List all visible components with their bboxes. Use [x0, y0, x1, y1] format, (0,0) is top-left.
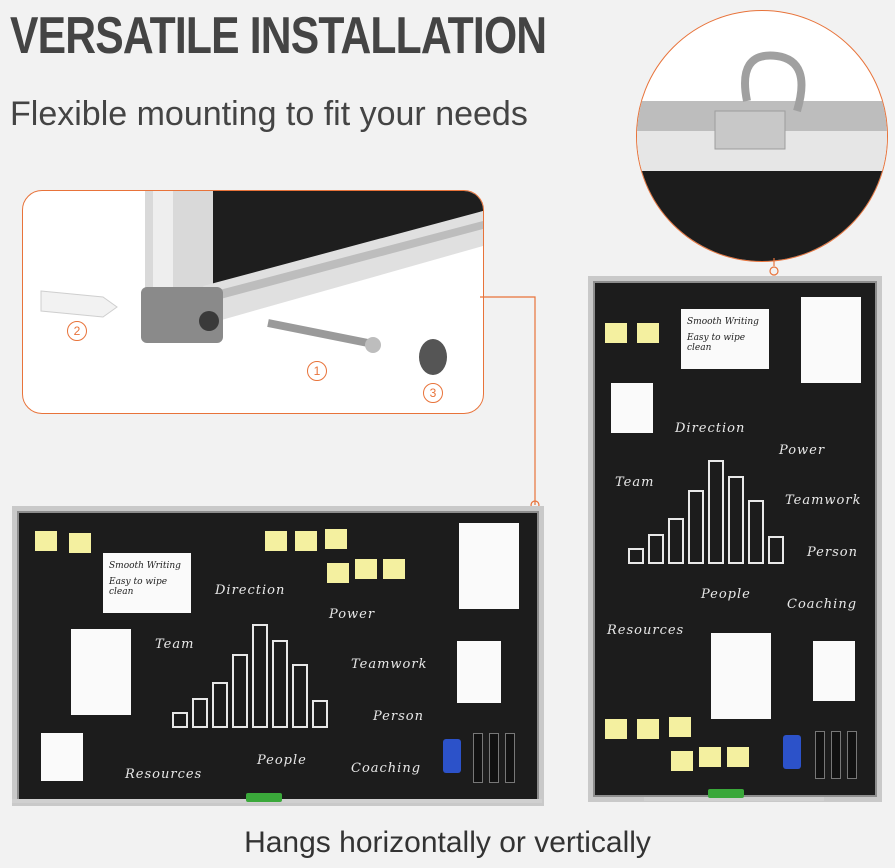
horizontal-board: Smooth Writing Easy to wipe clean Direct… [12, 506, 544, 806]
smooth-writing-note: Smooth Writing Easy to wipe clean [681, 309, 769, 369]
sticky-note [669, 717, 691, 737]
sticky-note [383, 559, 405, 579]
callout-number-3: 3 [423, 383, 443, 403]
hanging-ring-zoom [636, 10, 888, 262]
chalk-bar-chart [628, 460, 784, 564]
hanging-ring-illustration [637, 51, 887, 261]
marker-tray [644, 797, 824, 801]
chalk-word-power: Power [329, 607, 376, 622]
doodle-notebook [457, 641, 501, 703]
sticky-note [637, 719, 659, 739]
chalk-word-direction: Direction [675, 421, 746, 436]
chalk-word-teamwork: Teamwork [785, 493, 862, 508]
eraser [443, 739, 461, 773]
sticky-note [727, 747, 749, 767]
chalk-word-people: People [257, 753, 307, 768]
marker [473, 733, 483, 783]
callout-number-2: 2 [67, 321, 87, 341]
chalk-word-person: Person [807, 545, 858, 560]
chalk-word-resources: Resources [607, 623, 685, 638]
smooth-writing-note: Smooth Writing Easy to wipe clean [103, 553, 191, 613]
chalk-word-team: Team [155, 637, 195, 652]
doodle-notebook [813, 641, 855, 701]
marker [831, 731, 841, 779]
marker [505, 733, 515, 783]
connector-line [480, 296, 540, 510]
chalk-word-team: Team [615, 475, 655, 490]
chalk-word-power: Power [779, 443, 826, 458]
vertical-board: Smooth Writing Easy to wipe clean Direct… [588, 276, 882, 802]
chalk-bar-chart [172, 624, 328, 728]
sticky-note [605, 323, 627, 343]
sticky-note [265, 531, 287, 551]
sticky-note [69, 533, 91, 553]
doodle-notebook [71, 629, 131, 715]
eraser [783, 735, 801, 769]
page-subtitle: Flexible mounting to fit your needs [10, 95, 528, 133]
document-page [801, 297, 861, 383]
green-clip [246, 793, 282, 802]
doodle-notebook [711, 633, 771, 719]
chalk-word-direction: Direction [215, 583, 286, 598]
page-title: VERSATILE INSTALLATION [10, 7, 547, 65]
chalk-word-people: People [701, 587, 751, 602]
zoom-connector [769, 258, 779, 276]
installation-detail-illustration [40, 191, 483, 375]
sticky-note [605, 719, 627, 739]
chalk-word-resources: Resources [125, 767, 203, 782]
sticky-note [355, 559, 377, 579]
chalk-word-person: Person [373, 709, 424, 724]
chalk-word-teamwork: Teamwork [351, 657, 428, 672]
marker [847, 731, 857, 779]
marker [815, 731, 825, 779]
sticky-note [327, 563, 349, 583]
sticky-note [699, 747, 721, 767]
sticky-note [671, 751, 693, 771]
document-page [459, 523, 519, 609]
callout-number-1: 1 [307, 361, 327, 381]
chalk-word-coaching: Coaching [351, 761, 422, 776]
green-clip [708, 789, 744, 798]
sticky-note [637, 323, 659, 343]
doodle-notebook [611, 383, 653, 433]
doodle-notebook [41, 733, 83, 781]
sticky-note [295, 531, 317, 551]
marker [489, 733, 499, 783]
installation-detail-box: 2 1 3 [22, 190, 484, 414]
bottom-caption: Hangs horizontally or vertically [244, 826, 651, 859]
sticky-note [325, 529, 347, 549]
sticky-note [35, 531, 57, 551]
chalk-word-coaching: Coaching [787, 597, 858, 612]
